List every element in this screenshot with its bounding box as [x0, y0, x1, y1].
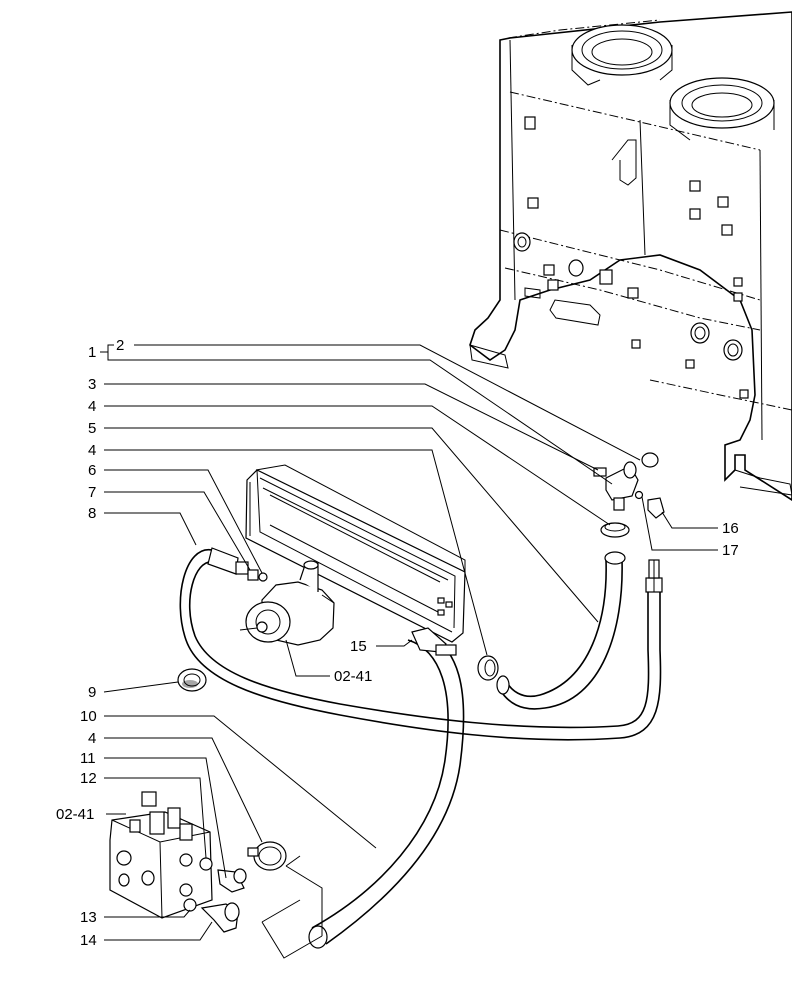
callout-7: 7	[88, 484, 96, 501]
callout-4-b: 4	[88, 442, 96, 459]
callout-17: 17	[722, 542, 739, 559]
gasket-9	[177, 668, 207, 692]
o-ring-2	[641, 452, 659, 468]
hose-connection-bracket	[261, 865, 323, 959]
hose-clamp-4-upper	[600, 522, 630, 538]
fitting-16	[634, 490, 665, 519]
o-ring-13	[183, 898, 197, 912]
leader-lines	[100, 344, 718, 941]
callout-15: 15	[350, 638, 367, 655]
callout-2: 2	[116, 337, 124, 354]
hose-clamp-4-lower	[247, 841, 287, 871]
callout-11: 11	[80, 750, 96, 767]
callout-10: 10	[80, 708, 97, 725]
hose-10	[308, 627, 465, 949]
callout-4-c: 4	[88, 730, 96, 747]
valve-block	[109, 791, 213, 919]
callout-9: 9	[88, 684, 96, 701]
hose-routing-link	[285, 855, 301, 867]
callout-12: 12	[80, 770, 97, 787]
callout-8: 8	[88, 505, 96, 522]
transmission-housing	[469, 11, 792, 501]
callout-3: 3	[88, 376, 96, 393]
callout-16: 16	[722, 520, 739, 537]
callout-labels: 1 2 3 4 5 4 6 7 8 9 10 4 11 12 02-41 13 …	[56, 337, 739, 949]
union-fitting-7	[247, 569, 268, 582]
hose-8	[179, 547, 663, 741]
callout-5: 5	[88, 420, 96, 437]
callout-6: 6	[88, 462, 96, 479]
callout-4-a: 4	[88, 398, 96, 415]
oil-cooler	[245, 464, 466, 643]
elbow-11	[217, 868, 247, 893]
callout-13: 13	[80, 909, 97, 926]
callout-1: 1	[88, 344, 96, 361]
o-ring-12	[199, 857, 213, 871]
callout-14: 14	[80, 932, 97, 949]
callout-02-41-valve: 02-41	[56, 806, 94, 823]
hose-clamp-4-middle	[477, 655, 499, 681]
elbow-14	[200, 902, 240, 933]
callout-02-41-pump: 02-41	[334, 668, 372, 685]
hose-5	[496, 551, 626, 710]
elbow-fitting-3	[593, 461, 639, 511]
hydraulic-pump	[239, 560, 335, 646]
